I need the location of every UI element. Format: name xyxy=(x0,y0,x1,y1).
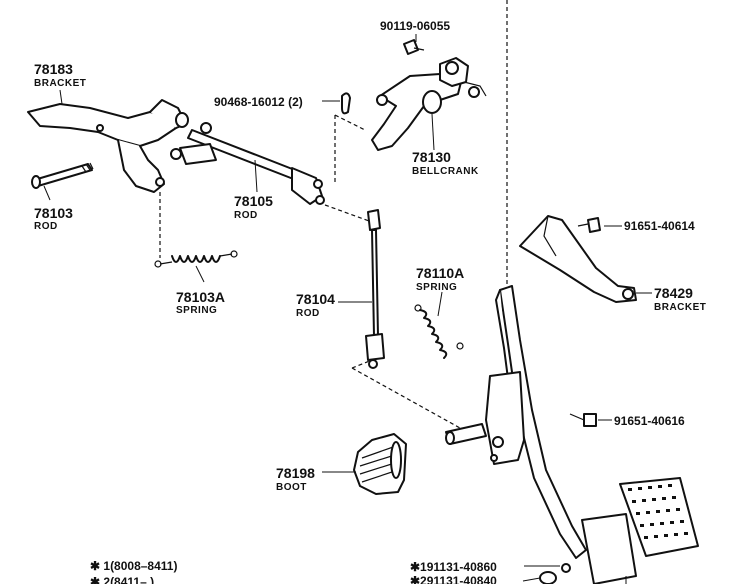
label-90119: 90119-06055 xyxy=(380,19,450,33)
label-78110A: 78110A SPRING xyxy=(416,265,464,293)
label-78429-number: 78429 xyxy=(654,285,693,301)
label-78105-number: 78105 xyxy=(234,193,273,209)
label-78104: 78104 ROD xyxy=(296,291,335,319)
label-78198-number: 78198 xyxy=(276,465,315,481)
label-78103-number: 78103 xyxy=(34,205,73,221)
label-90468: 90468-16012 (2) xyxy=(214,95,303,109)
label-78103A: 78103A SPRING xyxy=(176,289,225,316)
label-91651-40614: 91651-40614 xyxy=(624,219,695,233)
rod-78104[interactable] xyxy=(365,209,385,369)
label-91651-40616: 91651-40616 xyxy=(614,414,685,428)
spring-78103A[interactable] xyxy=(154,250,238,268)
boot-78198[interactable] xyxy=(353,433,407,495)
label-78130-name: BELLCRANK xyxy=(412,166,479,177)
label-78103: 78103 ROD xyxy=(34,205,73,232)
label-78103A-number: 78103A xyxy=(176,289,225,305)
label-78103A-name: SPRING xyxy=(176,305,217,316)
label-78183-number: 78183 xyxy=(34,61,73,77)
label-78429-name: BRACKET xyxy=(654,302,706,313)
label-78198: 78198 BOOT xyxy=(276,465,315,493)
accelerator-pedal-arm[interactable] xyxy=(445,285,637,584)
label-78103-name: ROD xyxy=(34,221,58,232)
bolt-90119[interactable] xyxy=(403,34,425,55)
code-291131: ✱291131-40840 xyxy=(410,574,497,584)
label-78183: 78183 BRACKET xyxy=(34,61,86,89)
label-78429: 78429 BRACKET xyxy=(654,285,706,313)
label-78183-name: BRACKET xyxy=(34,78,86,89)
stopper-part[interactable] xyxy=(539,563,571,584)
label-90119-number: 90119-06055 xyxy=(380,19,450,33)
spring-78110A[interactable] xyxy=(414,304,464,359)
leader-lines xyxy=(43,89,652,584)
footnotes: ✱ 1(8008–8411) ✱ 2(8411– ) ✱191131-40860… xyxy=(90,559,497,584)
label-78105: 78105 ROD xyxy=(234,193,273,221)
label-78105-name: ROD xyxy=(234,210,258,221)
label-78130-number: 78130 xyxy=(412,149,451,165)
label-78104-number: 78104 xyxy=(296,291,335,307)
label-78130: 78130 BELLCRANK xyxy=(412,149,479,177)
bracket-78429[interactable] xyxy=(519,215,637,303)
dashed-guide-lines xyxy=(159,0,508,429)
rod-78105[interactable] xyxy=(170,122,325,205)
bracket-78183[interactable] xyxy=(27,99,189,193)
label-78110A-number: 78110A xyxy=(416,265,464,281)
code-191131: ✱191131-40860 xyxy=(410,560,497,574)
label-91651-40614-number: 91651-40614 xyxy=(624,219,695,233)
pedal-pad[interactable] xyxy=(619,477,699,557)
bolt-91651-40616[interactable] xyxy=(569,413,597,427)
label-91651-40616-number: 91651-40616 xyxy=(614,414,685,428)
footnote-2: ✱ 2(8411– ) xyxy=(90,575,154,584)
label-78110A-name: SPRING xyxy=(416,282,457,293)
bellcrank-78130[interactable] xyxy=(371,57,487,151)
cotter-pin-90468[interactable] xyxy=(341,92,351,115)
rod-78103[interactable] xyxy=(31,162,94,189)
footnote-1: ✱ 1(8008–8411) xyxy=(90,559,177,573)
bolt-91651-40614[interactable] xyxy=(577,217,601,233)
label-78104-name: ROD xyxy=(296,308,320,319)
label-90468-number: 90468-16012 (2) xyxy=(214,95,303,109)
label-78198-name: BOOT xyxy=(276,482,307,493)
